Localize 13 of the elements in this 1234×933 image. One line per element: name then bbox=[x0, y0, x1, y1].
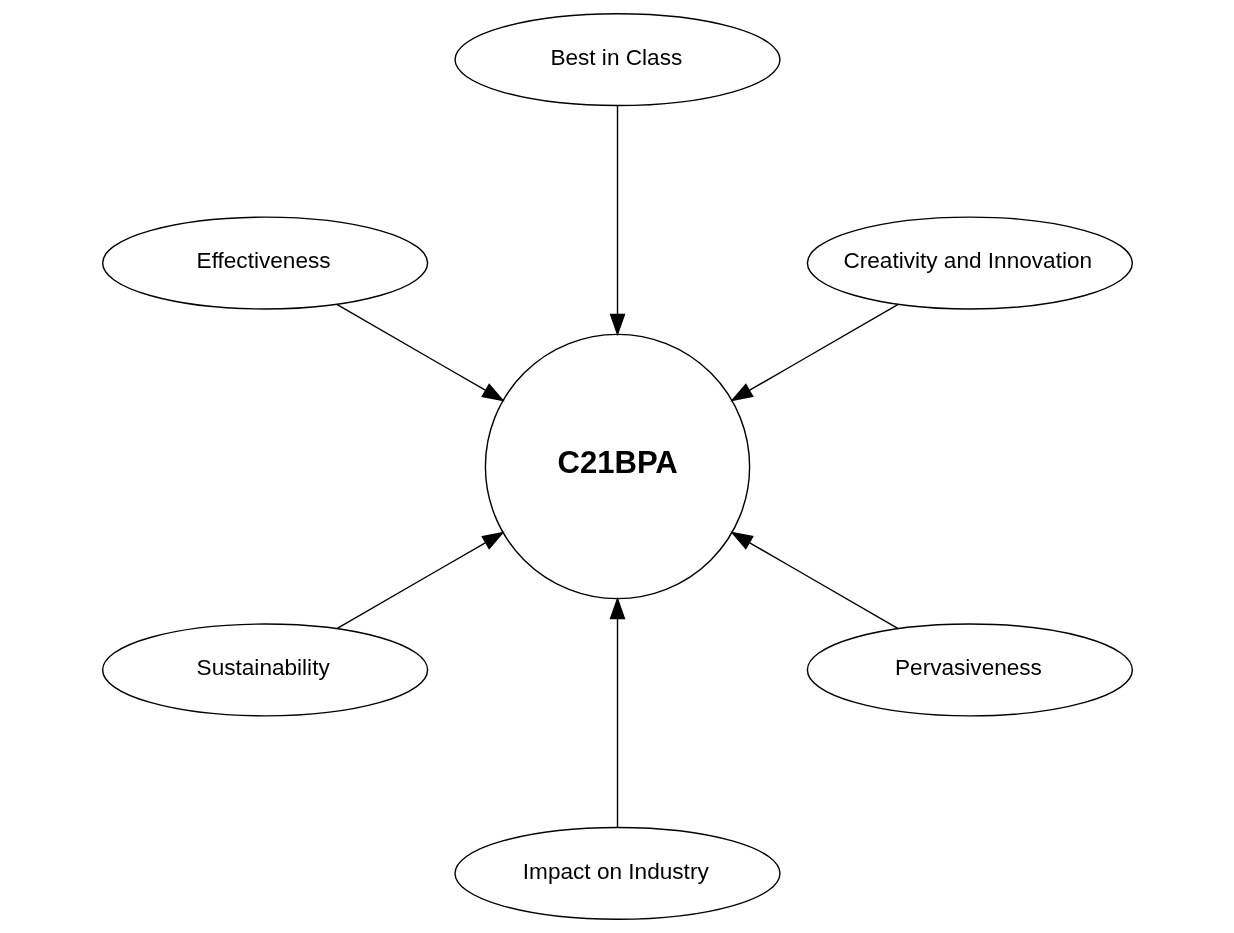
node-ellipse: Sustainability bbox=[101, 623, 428, 717]
node-ellipse: Impact on Industry bbox=[453, 826, 781, 920]
arrow bbox=[609, 105, 625, 337]
node-ellipse: Creativity and Innovation bbox=[806, 216, 1133, 310]
arrow bbox=[729, 531, 899, 630]
arrow bbox=[335, 303, 505, 402]
node-ellipse: Pervasiveness bbox=[806, 623, 1133, 717]
node-circle: C21BPA bbox=[484, 333, 750, 600]
arrow bbox=[609, 596, 625, 828]
node-ellipse: Best in Class bbox=[453, 13, 781, 107]
arrow bbox=[729, 303, 899, 402]
node-ellipse: Effectiveness bbox=[101, 216, 428, 310]
arrow bbox=[335, 531, 505, 630]
